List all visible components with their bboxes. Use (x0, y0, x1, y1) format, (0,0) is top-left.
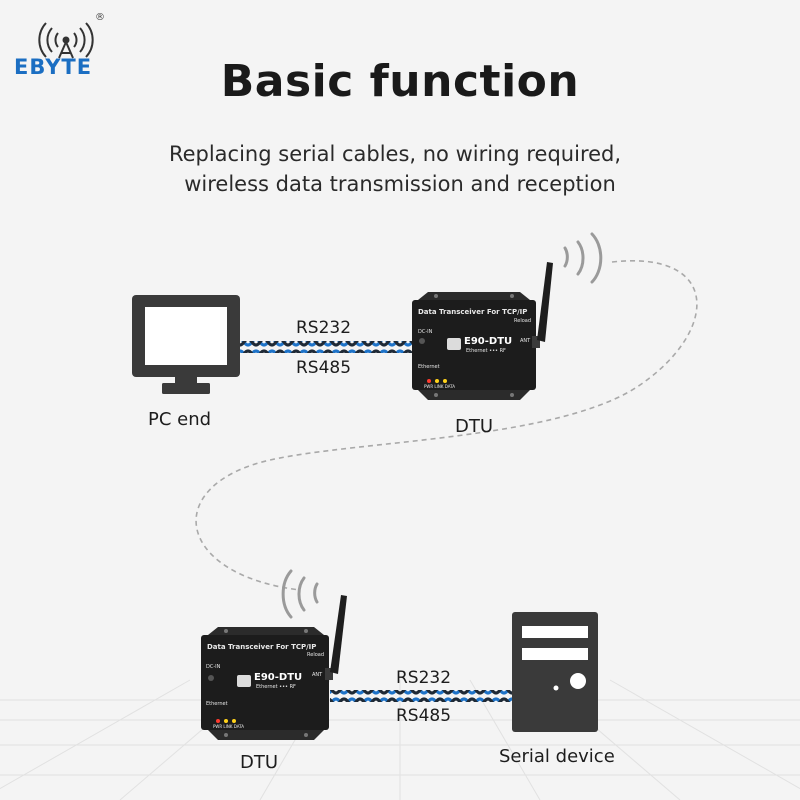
dtu-top-dcin-text: DC-IN (418, 329, 433, 335)
dtu-bottom-dcin-text: DC-IN (206, 664, 221, 670)
dtu-bottom-device-icon (201, 595, 347, 740)
wireless-link-path (195, 260, 698, 591)
dtu-top-reload-text: Reload (514, 318, 532, 324)
dtu-top-device-icon (412, 262, 553, 400)
dtu-top-led-text: PWR LINK DATA (424, 384, 456, 389)
dtu-bottom-reload-text: Reload (307, 652, 325, 658)
dtu-top-label: DTU (455, 416, 494, 437)
top-rs485-label: RS485 (296, 358, 352, 378)
pc-monitor-icon (132, 295, 240, 394)
dtu-top-ethernet-text: Ethernet (418, 364, 440, 370)
bottom-rs485-label: RS485 (396, 706, 452, 726)
registered-mark: ® (95, 12, 105, 23)
dtu-bottom-led-text: PWR LINK DATA (213, 724, 245, 729)
dtu-bottom-ethernet-text: Ethernet (206, 701, 228, 707)
dtu-bottom-model-text: E90-DTU (254, 672, 303, 683)
pc-end-label: PC end (148, 409, 212, 430)
brand-logo-text: EBYTE (14, 55, 93, 79)
serial-device-tower-icon (512, 612, 598, 732)
signal-waves-top-icon (563, 232, 603, 284)
dtu-bottom-header-text: Data Transceiver For TCP/IP (207, 643, 317, 651)
bottom-rs232-label: RS232 (396, 668, 452, 688)
serial-device-label: Serial device (499, 746, 615, 767)
top-serial-cable (240, 341, 412, 353)
dtu-bottom-model-sub-text: Ethernet ••• RF (256, 684, 296, 690)
dtu-top-model-text: E90-DTU (464, 336, 513, 347)
top-rs232-label: RS232 (296, 318, 352, 338)
subtitle-line-2: wireless data transmission and reception (184, 172, 616, 196)
dtu-top-model-sub-text: Ethernet ••• RF (466, 348, 506, 354)
signal-waves-bottom-icon (281, 569, 319, 619)
dtu-top-header-text: Data Transceiver For TCP/IP (418, 308, 528, 316)
dtu-top-ant-text: ANT (520, 338, 531, 344)
subtitle-line-1: Replacing serial cables, no wiring requi… (168, 142, 622, 166)
dtu-bottom-ant-text: ANT (312, 672, 323, 678)
bottom-serial-cable (330, 690, 514, 702)
dtu-bottom-label: DTU (240, 752, 279, 773)
page-title: Basic function (220, 56, 580, 107)
ebyte-logo-icon (38, 22, 94, 59)
